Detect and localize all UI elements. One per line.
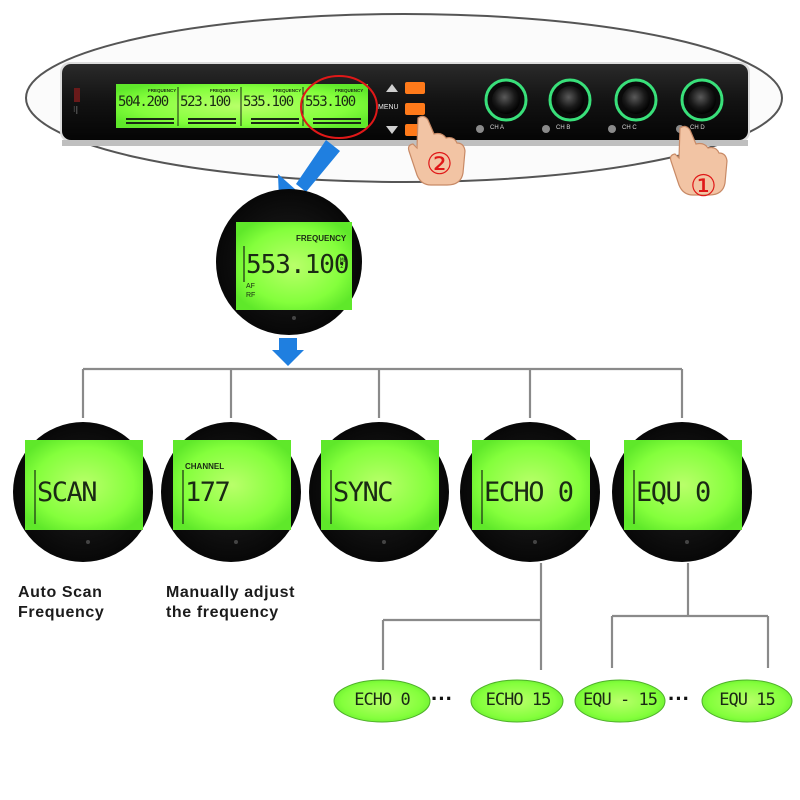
option-led-dot bbox=[533, 540, 537, 544]
signal-icon: ⁝| bbox=[73, 105, 78, 114]
channel-frequency-label: FREQUENCY bbox=[210, 88, 239, 93]
volume-knob[interactable] bbox=[680, 78, 724, 122]
meter-bar bbox=[188, 122, 236, 124]
blue-down-arrow bbox=[272, 338, 304, 366]
power-icon bbox=[74, 88, 80, 102]
volume-knob[interactable] bbox=[484, 78, 528, 122]
meter-bar bbox=[251, 122, 299, 124]
option-lcd-screen bbox=[624, 440, 742, 530]
manual-description-line1: Manually adjust bbox=[166, 584, 296, 601]
option-display: EQU 0 bbox=[636, 477, 711, 508]
zoom-unit: MHz bbox=[340, 257, 348, 270]
channel-select-button[interactable] bbox=[476, 125, 484, 133]
hand-pointer-icon-menu bbox=[407, 115, 466, 186]
option-display: ECHO 0 bbox=[484, 477, 574, 508]
step-one-badge: ① bbox=[690, 169, 717, 204]
option-lcd-screen bbox=[321, 440, 439, 530]
volume-knob[interactable] bbox=[614, 78, 658, 122]
channel-lcd-segments bbox=[126, 87, 361, 126]
receiver-lcd-strip bbox=[116, 84, 368, 128]
menu-option-circles bbox=[13, 422, 752, 562]
option-lcd-screen bbox=[173, 440, 291, 530]
zoom-af-label: AF bbox=[246, 283, 255, 290]
channel-frequency-label: FREQUENCY bbox=[335, 88, 364, 93]
meter-bar bbox=[126, 118, 174, 120]
option-header: CHANNEL bbox=[185, 462, 225, 471]
option-lcd-screen bbox=[25, 440, 143, 530]
channel-name-label: CH C bbox=[622, 125, 637, 131]
meter-bar bbox=[251, 118, 299, 120]
option-display: SYNC bbox=[333, 477, 394, 508]
volume-knob[interactable] bbox=[548, 78, 592, 122]
meter-bar bbox=[188, 118, 236, 120]
channel-name-label: CH B bbox=[556, 125, 571, 131]
echo-max-oval bbox=[470, 679, 564, 723]
option-lcd-screen bbox=[472, 440, 590, 530]
option-led-dot bbox=[685, 540, 689, 544]
channel-select-button[interactable] bbox=[608, 125, 616, 133]
channel-frequency-label: FREQUENCY bbox=[148, 88, 177, 93]
option-display: 177 bbox=[185, 477, 231, 508]
hand-pointer-icon-chd bbox=[669, 125, 728, 196]
channel-frequency-value: 553.100 bbox=[305, 94, 356, 110]
eq-ellipsis: ··· bbox=[668, 686, 690, 711]
menu-tree-lines bbox=[81, 367, 770, 670]
scan-description-line1: Auto Scan bbox=[18, 584, 103, 601]
zoom-frequency-label: FREQUENCY bbox=[296, 234, 347, 243]
eq-min-oval bbox=[574, 679, 666, 723]
orange-button-menu[interactable] bbox=[405, 103, 425, 115]
option-led-dot bbox=[382, 540, 386, 544]
option-display: SCAN bbox=[37, 477, 98, 508]
channel-frequency-value: 535.100 bbox=[243, 94, 294, 110]
echo-min-text: ECHO 0 bbox=[354, 690, 410, 710]
eq-max-oval bbox=[701, 679, 793, 723]
step-two-badge: ② bbox=[426, 147, 453, 182]
channel-frequency-value: 523.100 bbox=[180, 94, 231, 110]
up-arrow-button[interactable] bbox=[386, 84, 398, 92]
echo-max-text: ECHO 15 bbox=[485, 690, 552, 710]
echo-min-oval bbox=[333, 679, 431, 723]
option-led-dot bbox=[86, 540, 90, 544]
channel-name-label: CH A bbox=[490, 125, 505, 131]
zoom-frequency-value: 553.100 bbox=[246, 250, 350, 280]
orange-button-top[interactable] bbox=[405, 82, 425, 94]
eq-max-text: EQU 15 bbox=[719, 690, 775, 710]
eq-min-text: EQU - 15 bbox=[583, 690, 658, 710]
zoom-rf-label: RF bbox=[246, 292, 256, 299]
zoom-lcd-circle bbox=[216, 189, 362, 335]
manual-description-line2: the frequency bbox=[166, 604, 279, 621]
meter-bar bbox=[126, 122, 174, 124]
down-arrow-button[interactable] bbox=[386, 126, 398, 134]
option-led-dot bbox=[234, 540, 238, 544]
scan-description-line2: Frequency bbox=[18, 604, 105, 621]
menu-label: MENU bbox=[378, 104, 399, 111]
channel-knobs bbox=[476, 78, 724, 133]
channel-frequency-value: 504.200 bbox=[118, 94, 169, 110]
channel-name-label: CH D bbox=[690, 125, 705, 131]
meter-bar bbox=[313, 118, 361, 120]
channel-frequency-label: FREQUENCY bbox=[273, 88, 302, 93]
echo-ellipsis: ··· bbox=[431, 686, 453, 711]
channel-select-button[interactable] bbox=[542, 125, 550, 133]
highlight-circle bbox=[300, 75, 378, 139]
meter-bar bbox=[313, 122, 361, 124]
